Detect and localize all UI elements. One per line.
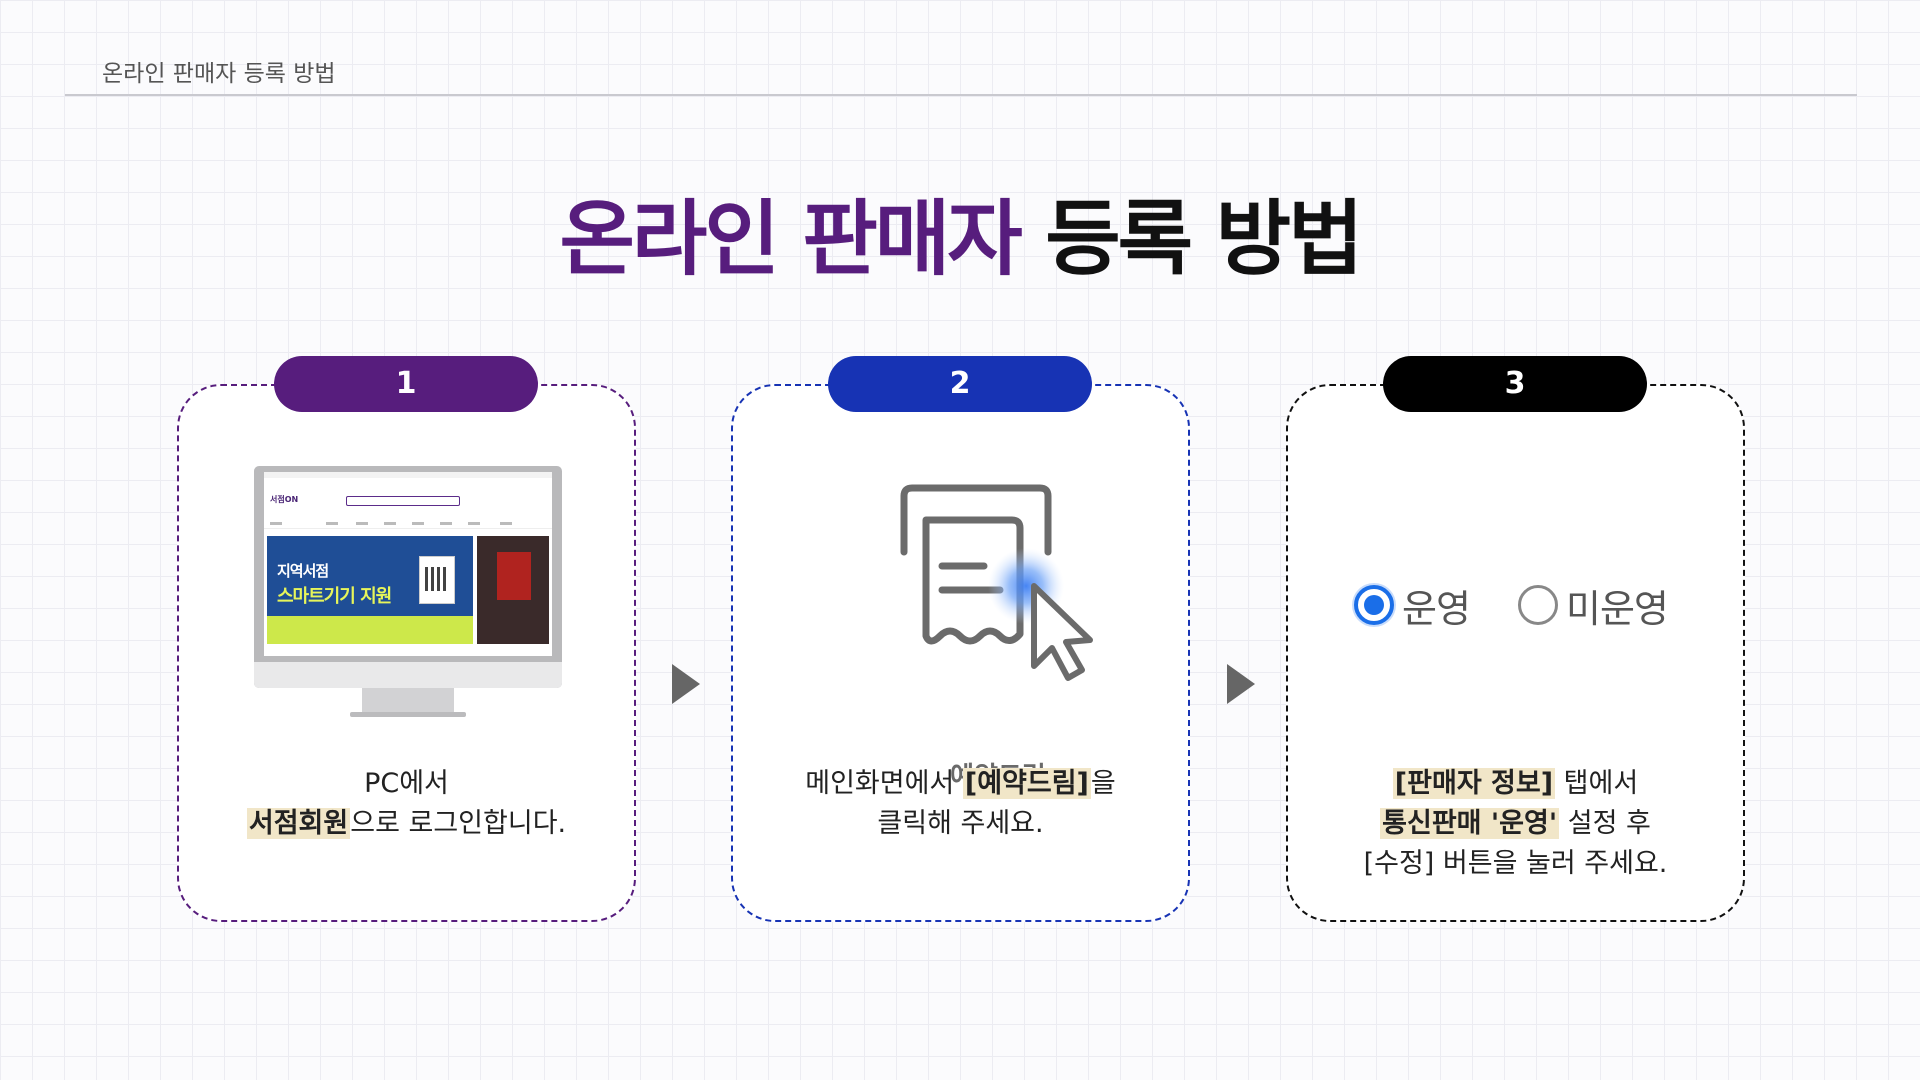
next-arrow-icon [672,664,700,704]
highlight-text: 통신판매 '운영' [1380,808,1560,839]
step-number-badge: 2 [828,356,1092,412]
promo-banner: 지역서점 스마트기기 지원 [267,536,473,644]
step-description: 메인화면에서 [예약드림]을 클릭해 주세요. [805,768,1116,839]
title-highlight: 온라인 판매자 [559,192,1022,287]
header-divider [65,94,1857,96]
site-logo: 서점ON [270,495,299,504]
monitor-frame: 서점ON 지역서점 스마트기기 지원 [254,466,562,688]
radio-option-operate[interactable]: 운영 [1354,579,1471,631]
monitor-stand [362,688,454,712]
monitor-base [350,712,466,717]
website-screenshot: 서점ON 지역서점 스마트기기 지원 [264,472,552,656]
header-label: 온라인 판매자 등록 방법 [102,61,336,87]
radio-option-not-operate[interactable]: 미운영 [1518,579,1669,631]
radio-unselected-icon[interactable] [1518,585,1558,625]
page-title: 온라인 판매자 등록 방법 [0,172,1920,291]
step-card-1: 1 서점ON 지역서점 스마트기기 지원 [177,356,636,922]
highlight-text: [판매자 정보] [1392,768,1556,799]
step-description: [판매자 정보] 탭에서 통신판매 '운영' 설정 후 [수정] 버튼을 눌러 … [1363,768,1668,879]
highlight-text: [예약드림] [962,768,1091,799]
book-panel [477,536,549,644]
step-description: PC에서 서점회원으로 로그인합니다. [246,768,567,839]
banner-subtitle: 스마트기기 지원 [277,586,392,607]
book-cover [497,552,531,600]
banner-title: 지역서점 [277,562,329,580]
radio-label: 운영 [1402,586,1471,631]
title-rest: 등록 방법 [1045,192,1363,287]
radio-selected-icon[interactable] [1354,585,1394,625]
next-arrow-icon [1227,664,1255,704]
radio-label: 미운영 [1566,586,1669,631]
qr-code-icon [419,556,455,604]
receipt-cursor-icon [900,484,1093,681]
site-search-bar [346,496,460,506]
highlight-text: 서점회원 [246,808,351,839]
reservation-icon: 예약드림 [876,480,1120,792]
step-card-2: 2 예약드림 메인화면에서 [예약드림]을 클릭해 주세요. [731,356,1190,922]
site-nav [264,520,552,529]
step-card-3: 3 운영 미운영 [판매자 정보] 탭에서 통신판매 '운영' 설정 후 [수정… [1286,356,1745,922]
step-number-badge: 3 [1383,356,1647,412]
step-number-badge: 1 [274,356,538,412]
monitor-illustration: 서점ON 지역서점 스마트기기 지원 [254,466,562,717]
sales-radio-group: 운영 미운영 [1354,579,1684,631]
